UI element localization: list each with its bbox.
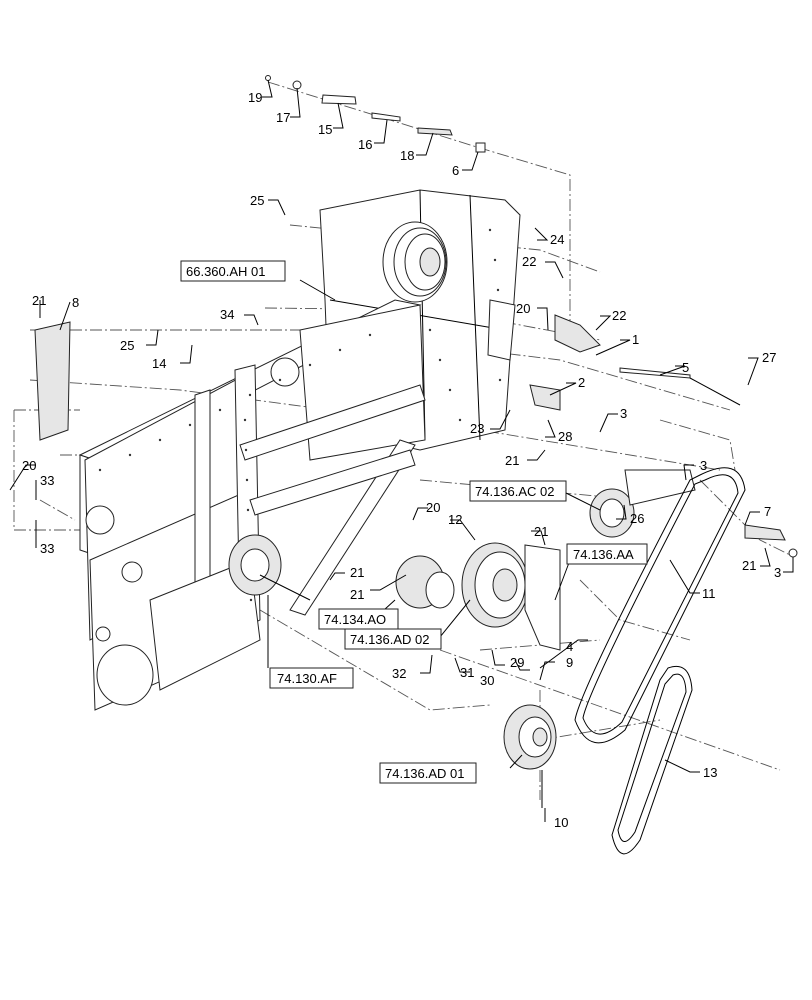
part-label-15: 15 bbox=[318, 122, 332, 137]
left-gear-assembly bbox=[228, 534, 455, 609]
part-label-6: 6 bbox=[452, 163, 459, 178]
part-label-16: 16 bbox=[358, 137, 372, 152]
part-label-33: 33 bbox=[40, 541, 54, 556]
part-label-21: 21 bbox=[32, 293, 46, 308]
part-label-2: 2 bbox=[578, 375, 585, 390]
part-label-22: 22 bbox=[522, 254, 536, 269]
leader-lines bbox=[9, 79, 794, 822]
part-label-17: 17 bbox=[276, 110, 290, 125]
reference-74136aa[interactable]: 74.136.AA bbox=[566, 543, 648, 565]
part-label-5: 5 bbox=[682, 360, 689, 375]
part-label-25: 25 bbox=[120, 338, 134, 353]
drive-pulley-74136ad02 bbox=[461, 542, 561, 651]
part-label-21: 21 bbox=[505, 453, 519, 468]
main-frame bbox=[78, 228, 502, 711]
part-number-labels: 19 17 15 16 18 6 25 24 22 20 22 1 27 5 2… bbox=[22, 90, 781, 830]
reference-74134ao-label: 74.134.AO bbox=[324, 612, 386, 627]
part-label-11: 11 bbox=[702, 586, 716, 601]
part-label-8: 8 bbox=[72, 295, 79, 310]
part-label-22: 22 bbox=[612, 308, 626, 323]
part-label-25: 25 bbox=[250, 193, 264, 208]
part-label-29: 29 bbox=[510, 655, 524, 670]
reference-66360ah01-label: 66.360.AH 01 bbox=[186, 264, 266, 279]
reference-66360ah01[interactable]: 66.360.AH 01 bbox=[180, 260, 286, 282]
reference-74136ad01[interactable]: 74.136.AD 01 bbox=[379, 762, 477, 784]
part-label-21: 21 bbox=[350, 587, 364, 602]
part-label-32: 32 bbox=[392, 666, 406, 681]
part-label-34: 34 bbox=[220, 307, 234, 322]
part-label-30: 30 bbox=[480, 673, 494, 688]
part-label-4: 4 bbox=[566, 639, 573, 654]
part-label-3: 3 bbox=[700, 458, 707, 473]
reference-74136aa-label: 74.136.AA bbox=[573, 547, 634, 562]
part-label-3: 3 bbox=[774, 565, 781, 580]
reference-74130af-label: 74.130.AF bbox=[277, 671, 337, 686]
reference-74136ad02-label: 74.136.AD 02 bbox=[350, 632, 430, 647]
part-label-9: 9 bbox=[566, 655, 573, 670]
idler-pulley-74136ac02 bbox=[589, 469, 696, 538]
belt-13 bbox=[611, 665, 693, 855]
reference-74136ad02[interactable]: 74.136.AD 02 bbox=[344, 628, 442, 650]
part-label-26: 26 bbox=[630, 511, 644, 526]
part-label-20: 20 bbox=[22, 458, 36, 473]
part-label-3: 3 bbox=[620, 406, 627, 421]
part-label-21: 21 bbox=[742, 558, 756, 573]
reference-boxes: 66.360.AH 01 74.136.AC 02 74.136.AA 74.1… bbox=[180, 260, 648, 784]
part-label-7: 7 bbox=[764, 504, 771, 519]
part-label-23: 23 bbox=[470, 421, 484, 436]
part-label-18: 18 bbox=[400, 148, 414, 163]
part-label-27: 27 bbox=[762, 350, 776, 365]
part-label-33: 33 bbox=[40, 473, 54, 488]
reference-74134ao[interactable]: 74.134.AO bbox=[318, 608, 399, 630]
belt-11 bbox=[574, 467, 746, 744]
part-label-20: 20 bbox=[426, 500, 440, 515]
reference-74136ac02[interactable]: 74.136.AC 02 bbox=[469, 480, 567, 502]
reference-74136ad01-label: 74.136.AD 01 bbox=[385, 766, 465, 781]
pin-and-spring-parts bbox=[34, 75, 798, 558]
part-label-21: 21 bbox=[350, 565, 364, 580]
part-label-20: 20 bbox=[516, 301, 530, 316]
part-label-24: 24 bbox=[550, 232, 564, 247]
part-label-10: 10 bbox=[554, 815, 568, 830]
part-label-19: 19 bbox=[248, 90, 262, 105]
part-label-14: 14 bbox=[152, 356, 166, 371]
part-label-1: 1 bbox=[632, 332, 639, 347]
part-label-12: 12 bbox=[448, 512, 462, 527]
part-label-13: 13 bbox=[703, 765, 717, 780]
part-label-28: 28 bbox=[558, 429, 572, 444]
part-label-31: 31 bbox=[460, 665, 474, 680]
reference-74136ac02-label: 74.136.AC 02 bbox=[475, 484, 555, 499]
upper-sheave bbox=[382, 221, 448, 303]
part-label-21: 21 bbox=[534, 524, 548, 539]
reference-74130af[interactable]: 74.130.AF bbox=[269, 667, 354, 689]
lower-pulley-74136ad01 bbox=[503, 704, 557, 808]
